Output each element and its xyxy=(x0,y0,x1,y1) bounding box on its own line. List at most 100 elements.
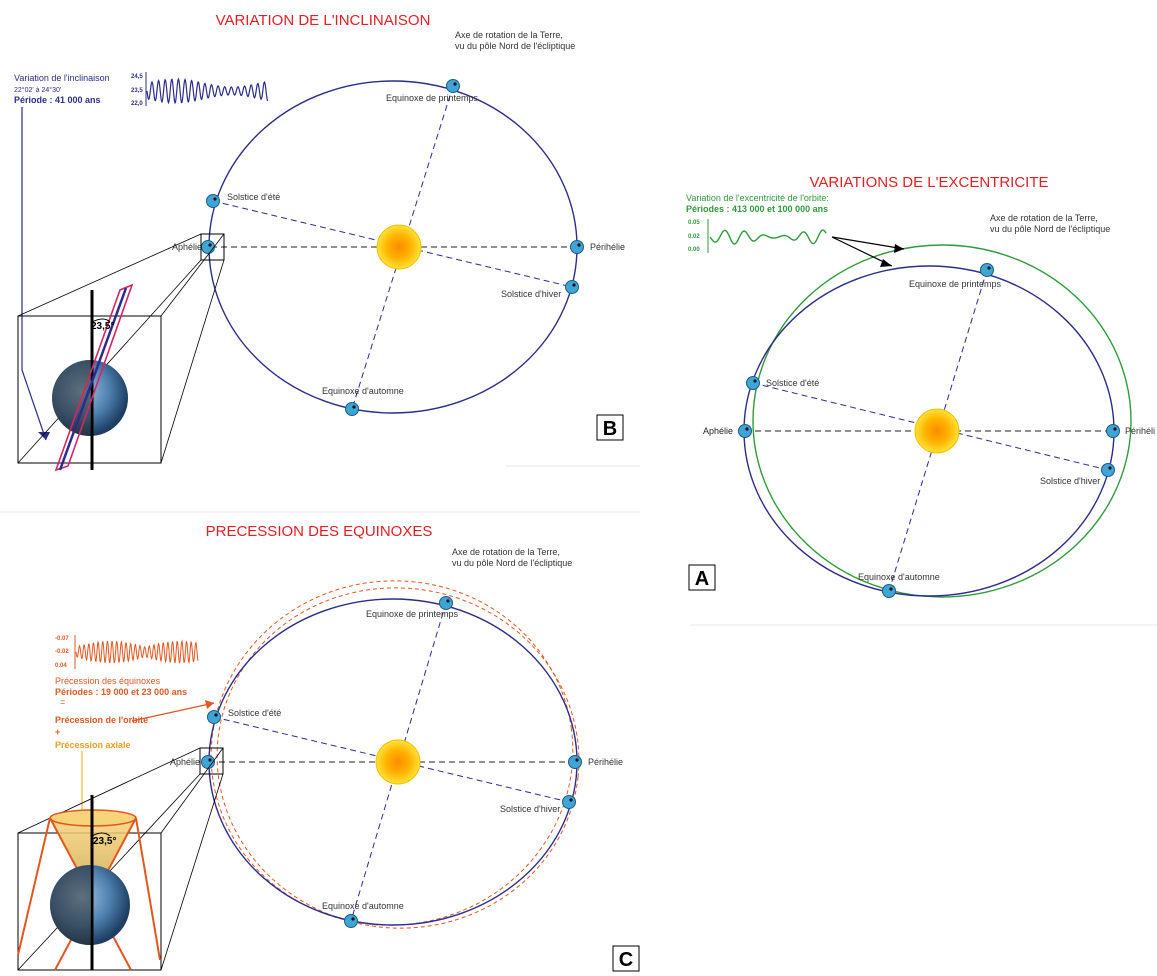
angle-label-b: 23,5° xyxy=(91,321,114,332)
earth-marker-perihelion xyxy=(568,755,582,769)
pointer-line-a-1 xyxy=(831,236,905,250)
label-winter-solstice-c: Solstice d'hiver xyxy=(500,804,560,814)
earth-marker-summer xyxy=(206,194,220,208)
info-c-line2: Périodes : 19 000 et 23 000 ans xyxy=(55,687,187,697)
zoom-line-b-1 xyxy=(17,233,202,317)
label-aphelion-a: Aphélie xyxy=(703,426,733,436)
label-winter-solstice-a: Solstice d'hiver xyxy=(1040,476,1100,486)
label-summer-solstice-c: Solstice d'été xyxy=(228,708,281,718)
panel-a-letter-box xyxy=(688,564,716,591)
tilt-wedge-b xyxy=(54,283,134,472)
equinox-line-a xyxy=(888,269,988,592)
panel-b-letter: B xyxy=(603,418,617,440)
sun-icon xyxy=(375,739,421,785)
orbit-c-precessed-2 xyxy=(216,587,580,929)
pointer-arrowhead-a-1 xyxy=(894,244,904,253)
label-autumn-equinox-c: Equinoxe d'automne xyxy=(322,901,404,911)
label-perihelion-c: Périhélie xyxy=(588,757,623,767)
earth-marker-aphelion xyxy=(201,240,215,254)
pointer-arrow-b xyxy=(38,432,50,440)
axis-caption-b-line1: Axe de rotation de la Terre, xyxy=(455,30,563,40)
label-summer-solstice-b: Solstice d'été xyxy=(227,192,280,202)
pointer-line-c xyxy=(131,702,215,722)
wave-c xyxy=(75,639,199,664)
axis-caption-a-line1: Axe de rotation de la Terre, xyxy=(990,213,1098,223)
earth-marker-spring xyxy=(980,263,994,277)
axis-caption-c-line1: Axe de rotation de la Terre, xyxy=(452,547,560,557)
axis-caption-c-line2: vu du pôle Nord de l'écliptique xyxy=(452,558,572,568)
panel-a-letter: A xyxy=(695,568,709,590)
orbit-a-green xyxy=(752,244,1132,598)
axis-caption-b-line2: vu du pôle Nord de l'écliptique xyxy=(455,41,575,51)
zoom-source-box-b xyxy=(200,233,225,261)
earth-marker-winter xyxy=(1101,463,1115,477)
earth-marker-autumn xyxy=(345,402,359,416)
cone-edge-c-1 xyxy=(17,817,51,956)
axis-caption-a-line2: vu du pôle Nord de l'écliptique xyxy=(990,224,1110,234)
wave-a-tick-3: 0.00 xyxy=(688,247,700,253)
zoom-line-b-2 xyxy=(160,233,225,317)
zoom-line-b-3 xyxy=(17,259,202,464)
panel-a-title: VARIATIONS DE L'EXCENTRICITE xyxy=(809,174,1048,191)
label-perihelion-b: Périhélie xyxy=(590,242,625,252)
angle-arc-c xyxy=(91,832,111,837)
orbit-c-precessed-1 xyxy=(210,580,574,926)
earth-marker-spring xyxy=(439,596,453,610)
wave-a xyxy=(709,229,827,245)
panel-b: VARIATION DE L'INCLINAISON Equinoxe de p… xyxy=(14,12,640,472)
info-c-line3: Précession de l'orbite xyxy=(55,715,148,725)
info-b-line2: 22°02' à 24°30' xyxy=(14,86,61,94)
zoom-box-b xyxy=(17,315,162,464)
earth-night-side-b xyxy=(52,360,90,436)
info-a-line1: Variation de l'excentricité de l'orbite: xyxy=(686,193,829,203)
earth-marker-autumn xyxy=(344,914,358,928)
earth-marker-perihelion xyxy=(1106,424,1120,438)
label-spring-equinox-c: Equinoxe de printemps xyxy=(366,609,459,619)
label-aphelion-b: Aphélie xyxy=(172,242,202,252)
label-winter-solstice-b: Solstice d'hiver xyxy=(501,289,561,299)
info-c-plus: + xyxy=(55,727,60,737)
wave-c-tick-3: 0.04 xyxy=(55,663,67,669)
earth-marker-spring xyxy=(446,79,460,93)
pointer-arrowhead-a-2 xyxy=(880,259,892,267)
label-autumn-equinox-a: Equinoxe d'automne xyxy=(858,572,940,582)
zoom-line-c-4 xyxy=(160,773,224,971)
zoom-line-c-1 xyxy=(17,747,201,834)
angle-label-c: 23,5° xyxy=(93,836,116,847)
panel-a: VARIATIONS DE L'EXCENTRICITE Equinoxe de… xyxy=(686,174,1157,626)
info-b-line1: Variation de l'inclinaison xyxy=(14,73,110,83)
earth-marker-winter xyxy=(565,280,579,294)
earth-marker-winter xyxy=(562,795,576,809)
earth-night-side-c xyxy=(50,865,90,945)
label-spring-equinox-b: Equinoxe de printemps xyxy=(386,93,479,103)
info-b-line3: Période : 41 000 ans xyxy=(14,95,101,105)
sun-icon xyxy=(376,224,422,270)
wave-a-tick-1: 0.05 xyxy=(688,220,700,226)
pointer-line-b xyxy=(21,107,47,441)
wave-a-tick-2: 0.02 xyxy=(688,234,700,240)
panel-b-letter-box xyxy=(596,414,624,441)
cone-edge-c-2 xyxy=(135,817,161,961)
earth-marker-autumn xyxy=(882,584,896,598)
info-c-line4: Précession axiale xyxy=(55,740,131,750)
info-c-equals: = xyxy=(60,697,65,707)
label-summer-solstice-a: Solstice d'été xyxy=(766,378,819,388)
panel-c: PRECESSION DES EQUINOXES Equinoxe de pri… xyxy=(17,523,640,972)
angle-arc-b xyxy=(91,318,111,323)
info-c-line1: Précession des équinoxes xyxy=(55,676,161,686)
earth-marker-summer xyxy=(746,376,760,390)
wave-c-tick-1: -0.07 xyxy=(55,636,69,642)
label-spring-equinox-a: Equinoxe de printemps xyxy=(909,279,1002,289)
earth-marker-aphelion xyxy=(738,424,752,438)
wave-b xyxy=(146,77,269,105)
panel-c-letter-box xyxy=(612,945,640,972)
zoom-source-box-c xyxy=(199,747,224,775)
wave-b-tick-3: 22,0 xyxy=(131,101,143,107)
label-aphelion-c: Aphélie xyxy=(170,757,200,767)
zoom-line-b-4 xyxy=(160,259,225,464)
pointer-line-a-2 xyxy=(831,236,893,267)
label-autumn-equinox-b: Equinoxe d'automne xyxy=(322,386,404,396)
panel-c-letter: C xyxy=(619,949,633,971)
wave-b-tick-2: 23,5 xyxy=(131,88,143,94)
wave-c-tick-2: -0.02 xyxy=(55,649,69,655)
